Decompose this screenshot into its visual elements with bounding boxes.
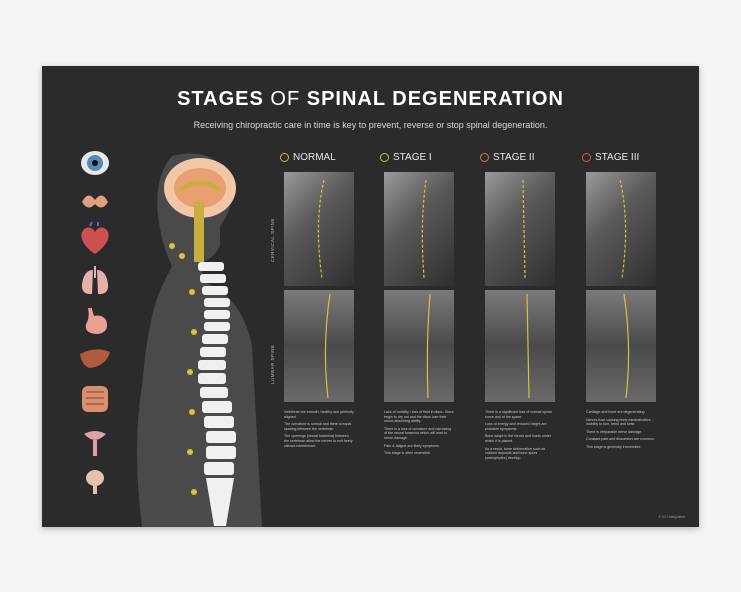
- row-label-lumbar: LUMBAR SPINE: [270, 344, 275, 384]
- title-of: OF: [270, 88, 301, 110]
- description-line: Cartilage and bone are degenerating.: [586, 410, 646, 414]
- stage-header-normal: NORMAL: [280, 152, 336, 163]
- xray-lumbar-stage-2: [485, 290, 555, 402]
- xray-lumbar-stage-3: [586, 290, 656, 402]
- stage-description-stage-3: Cartilage and bone are degenerating. Ner…: [586, 410, 656, 453]
- description-line: There is a loss of curvature and narrowi…: [384, 426, 452, 440]
- stage-header-stage-3: STAGE III: [582, 152, 639, 163]
- organ-column: [76, 146, 116, 506]
- stage-header-stage-1: STAGE I: [380, 152, 432, 163]
- description-line: Nerves fuse causing bone mineralization …: [586, 417, 653, 427]
- stage-marker-icon: [380, 153, 389, 162]
- bladder-icon: [86, 470, 104, 494]
- eye-icon: [81, 151, 109, 175]
- lungs-icon: [81, 266, 109, 295]
- stage-description-stage-2: There is a significant loss of normal sp…: [485, 410, 555, 463]
- stage-marker-icon: [582, 153, 591, 162]
- stage-label: STAGE III: [595, 152, 640, 163]
- poster-title: STAGES OF SPINAL DEGENERATION: [42, 88, 699, 111]
- reproductive-icon: [84, 431, 106, 456]
- xray-lumbar-stage-1: [384, 290, 454, 402]
- description-line: Constant pain and discomfort are common.: [586, 437, 655, 442]
- heart-icon: [81, 222, 109, 254]
- description-line: Loss of energy and reduced height are pr…: [485, 422, 547, 431]
- xray-cervical-stage-3: [586, 172, 656, 286]
- title-part2: SPINAL DEGENERATION: [306, 88, 564, 110]
- stomach-icon: [85, 308, 107, 334]
- liver-icon: [80, 349, 110, 368]
- body-silhouette: [137, 153, 262, 527]
- xray-cervical-normal: [284, 172, 354, 286]
- poster-subtitle: Receiving chiropractic care in time is k…: [193, 120, 548, 130]
- xray-cervical-stage-1: [384, 172, 454, 286]
- title-part1: STAGES: [177, 88, 264, 110]
- stage-description-normal: Vertebrae are smooth, healthy and perfec…: [284, 410, 354, 451]
- description-line: As a result, bone deformation such as ca…: [485, 446, 546, 460]
- row-label-cervical: CERVICAL SPINE: [270, 217, 275, 262]
- stage-marker-icon: [280, 153, 289, 162]
- description-line: Lack of mobility / loss of fluid in disc…: [384, 410, 454, 424]
- description-line: There is irreparable nerve damage.: [586, 429, 643, 434]
- description-line: The curvature is normal and there is equ…: [284, 422, 352, 431]
- stage-marker-icon: [480, 153, 489, 162]
- xray-lumbar-normal: [284, 290, 354, 402]
- description-line: There is a significant loss of normal sp…: [485, 410, 552, 419]
- description-line: Vertebrae are smooth, healthy and perfec…: [284, 410, 354, 419]
- stage-label: NORMAL: [293, 152, 336, 163]
- thyroid-icon: [82, 195, 108, 208]
- stage-description-stage-1: Lack of mobility / loss of fluid in disc…: [384, 410, 454, 459]
- stage-label: STAGE I: [393, 152, 432, 163]
- intestine-icon: [82, 386, 108, 412]
- footer-credit: © VCI Integrative: [658, 515, 685, 519]
- description-line: This stage is often reversible.: [384, 451, 431, 456]
- description-line: This stage is generally irreversible.: [586, 444, 642, 449]
- description-line: Bone adapt to the forces and loads under…: [485, 434, 551, 443]
- stage-label: STAGE II: [493, 152, 535, 163]
- description-line: The openings (neural foramina) between t…: [284, 434, 353, 448]
- xray-cervical-stage-2: [485, 172, 555, 286]
- stage-header-stage-2: STAGE II: [480, 152, 535, 163]
- poster: STAGES OF SPINAL DEGENERATION Receiving …: [42, 66, 699, 527]
- description-line: Pain & fatigue are likely symptoms.: [384, 443, 440, 448]
